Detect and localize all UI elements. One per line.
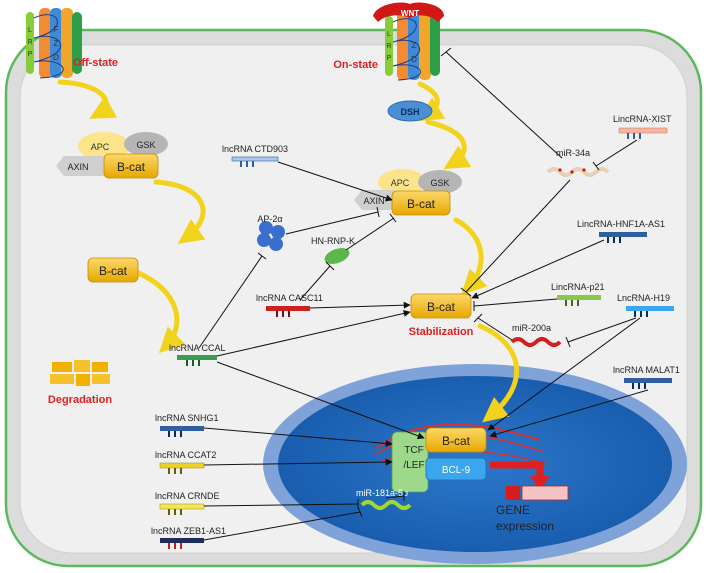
hnrnpk-protein [324,248,350,264]
off-destruction-complex: APC GSK AXIN B-cat [56,132,168,179]
gene-label: GENE [496,503,530,517]
off-apc [78,132,130,160]
svg-text:D: D [53,53,59,62]
lncrna-malat1 [624,378,672,389]
lncrna-snhg1 [160,426,204,437]
svg-text:APC: APC [91,142,110,152]
malat1-label: lncRNA MALAT1 [613,365,680,375]
mir200a-strand [510,337,562,347]
svg-text:TCF: TCF [404,445,423,456]
casc11-label: lncRNA CASC11 [256,293,323,303]
svg-text:AXIN: AXIN [363,196,384,206]
ap2a-label: AP-2α [257,214,282,224]
dsh: DSH [387,100,433,122]
off-bcat [103,153,159,179]
svg-text:APC: APC [391,178,410,188]
hnrnpk-label: HN-RNP-K [311,236,355,246]
expression-label: expression [496,519,554,533]
lncrna-ccal [177,355,217,366]
lincrna-p21 [557,295,601,306]
degradation-label: Degradation [48,394,112,406]
off-receptor: L R P F Z D [26,8,82,79]
svg-text:L: L [387,31,391,38]
degraded-bcat [50,360,110,386]
bcl9 [425,457,487,481]
h19-label: LncRNA-H19 [617,293,670,303]
svg-text:P: P [387,55,392,62]
svg-text:B-cat: B-cat [407,197,436,211]
lncrna-casc11 [266,306,310,317]
lncrna-ccat2 [159,462,205,474]
ctd903-label: lncRNA CTD903 [222,144,288,154]
on-state-label: On-state [333,59,378,71]
svg-text:R: R [386,43,391,50]
stabilized-bcat: B-cat [410,293,472,319]
svg-text:P: P [28,51,33,58]
mir200a-label: miR-200a [512,323,551,333]
transcription-arrow [490,461,544,478]
off-axin [56,156,104,176]
ccat2-label: lncRNA CCAT2 [155,450,216,460]
lncrna-crnde [159,503,205,515]
stabilization-label: Stabilization [409,326,474,338]
snhg1-label: lncRNA SNHG1 [155,413,219,423]
svg-text:F: F [54,25,59,34]
wnt-label: WNT [401,9,419,18]
xist-label: LincRNA-XIST [613,114,672,124]
svg-text:D: D [411,55,417,64]
svg-text:B-cat: B-cat [442,434,471,448]
crnde-label: lncRNA CRNDE [155,491,220,501]
svg-text:B-cat: B-cat [99,264,128,278]
mir34a-label: miR-34a [556,148,590,158]
hnf1a-label: LincRNA-HNF1A-AS1 [577,219,665,229]
svg-text:AXIN: AXIN [67,162,88,172]
on-receptor: L R P Z D WNT [373,2,444,81]
lncrna-h19 [626,306,674,317]
lincrna-hnf1a [599,232,647,243]
svg-text:Z: Z [412,41,417,50]
regulatory-lines [198,47,649,541]
svg-text:R: R [27,39,32,46]
off-gsk [124,132,168,156]
gene-block-1 [506,486,520,500]
mir181-strand [360,500,412,510]
yellow-flow-arrows [57,79,519,423]
nuclear-bcat [425,427,487,453]
svg-text:B-cat: B-cat [427,300,456,314]
zeb1-label: lncRNA ZEB1-AS1 [151,526,226,536]
mir181-label: miR-181a-5p [356,488,408,498]
wnt-ligand [373,2,444,22]
svg-text:L: L [28,27,32,34]
off-state-label: Off-state [73,57,118,69]
svg-text:BCL-9: BCL-9 [442,465,471,476]
svg-text:B-cat: B-cat [117,160,146,174]
ccal-label: lncRNA CCAL [169,343,226,353]
gene-block-2 [521,485,569,501]
ap2a-protein [257,221,285,251]
svg-text:DSH: DSH [400,107,419,117]
svg-text:/LEF: /LEF [403,460,424,471]
on-destruction-complex: APC GSK AXIN B-cat [354,169,462,216]
svg-text:GSK: GSK [136,140,155,150]
free-bcat: B-cat [87,257,139,283]
nuclear-complex: TCF /LEF B-cat BCL-9 [375,423,549,493]
svg-text:GSK: GSK [430,178,449,188]
lincrna-xist [618,127,668,139]
svg-text:Z: Z [54,39,59,48]
lncrna-zeb1 [160,538,204,549]
lncrna-ctd903 [231,156,279,167]
p21-label: LincRNA-p21 [551,282,605,292]
